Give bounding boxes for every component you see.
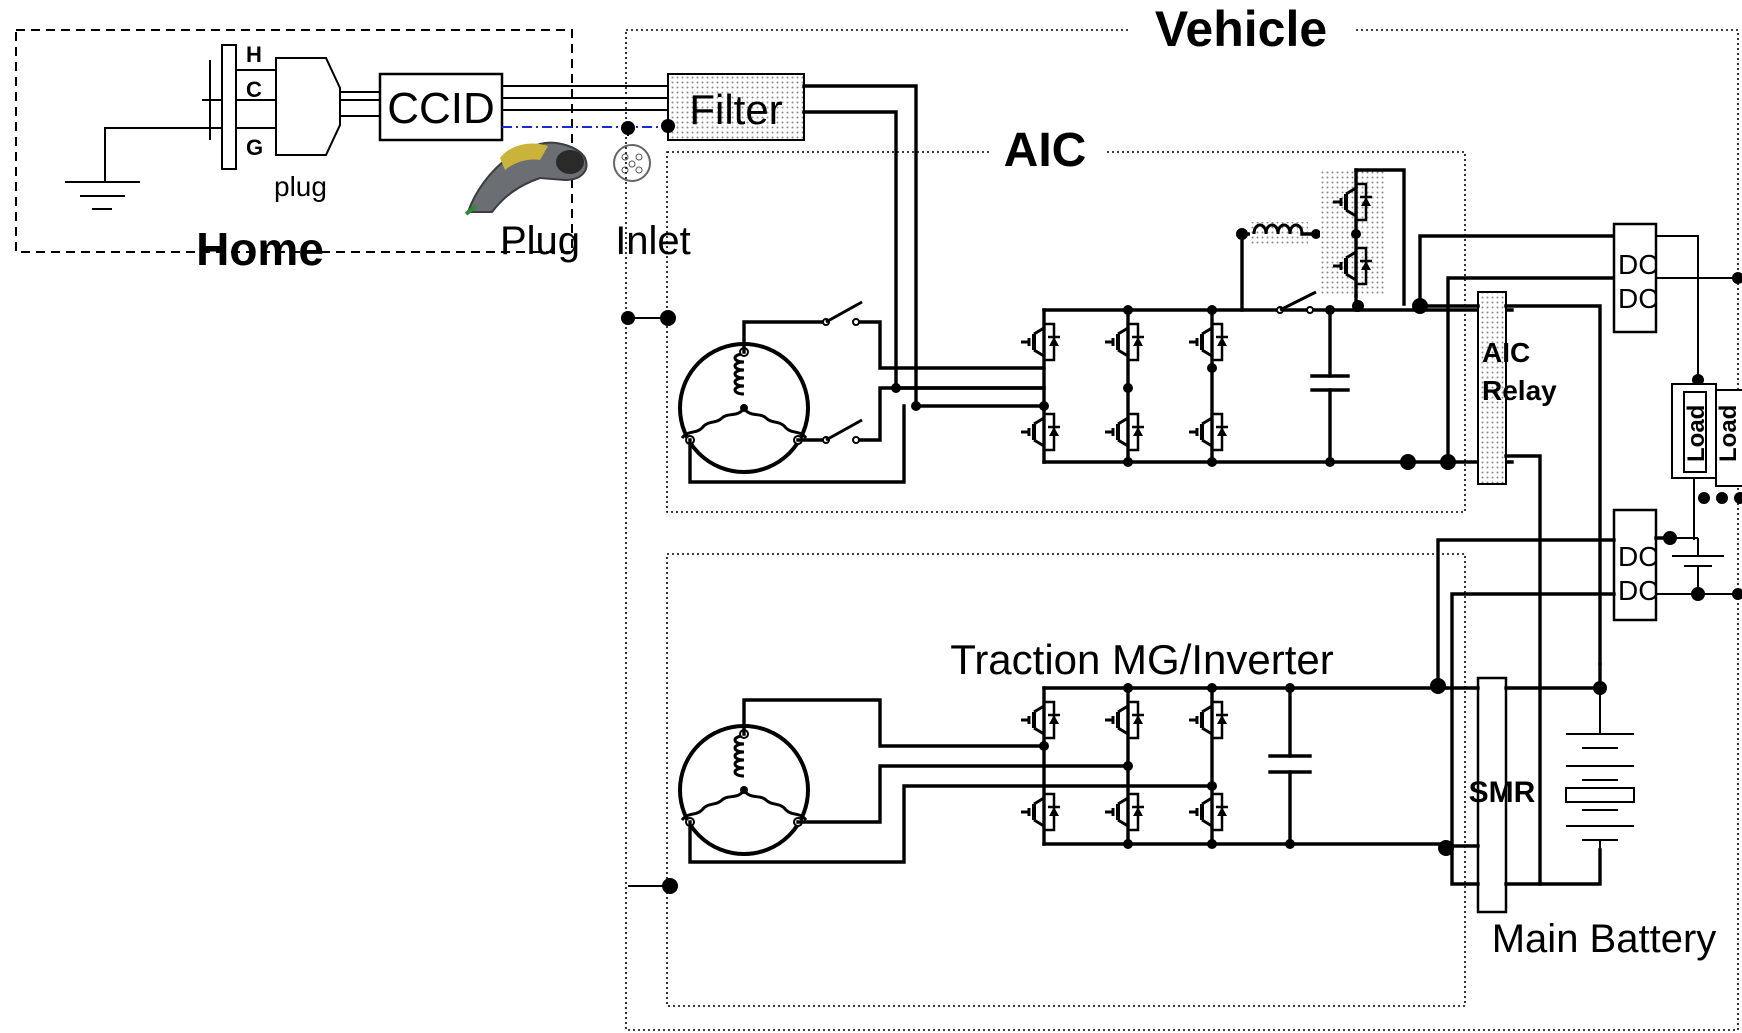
aic-region — [666, 151, 1466, 513]
charging-plug-icon — [464, 141, 588, 216]
aic-motor-generator — [678, 342, 810, 474]
ccid-box — [378, 72, 504, 142]
traction-label: Traction MG/Inverter — [950, 636, 1334, 683]
inlet-label: Inlet — [615, 219, 691, 263]
aic-relay-label-1: AIC — [1482, 337, 1530, 368]
smr-relay-box — [1476, 676, 1508, 914]
main-battery-label: Main Battery — [1492, 917, 1717, 961]
ground-icon — [65, 127, 222, 210]
filter-box — [667, 73, 805, 141]
boost-inductor — [1252, 223, 1304, 235]
dcdc-top-label-1: DC — [1618, 249, 1658, 280]
filter-label: Filter — [689, 86, 782, 133]
vehicle-label: Vehicle — [1155, 1, 1327, 57]
home-region: Home H C G plug CCID — [15, 29, 668, 275]
aux-battery-icon — [1670, 537, 1724, 594]
ccid-label: CCID — [387, 84, 495, 133]
load-1: Load — [1671, 383, 1717, 479]
pin-c-label: C — [246, 77, 262, 102]
vehicle-region: Vehicle Filter AIC — [621, 1, 1742, 1031]
dcdc-bottom-label-1: DC — [1618, 541, 1658, 572]
home-label: Home — [196, 223, 324, 275]
aic-switch-top — [822, 300, 863, 326]
load-2: Load — [1715, 389, 1742, 487]
load-2-label: Load — [1715, 405, 1742, 462]
plug-label: Plug — [500, 219, 580, 263]
inlet-connector-icon — [613, 144, 651, 182]
load-1-label: Load — [1683, 405, 1710, 462]
pin-g-label: G — [246, 135, 263, 160]
main-battery-icon — [1565, 688, 1635, 884]
smr-label: SMR — [1469, 776, 1536, 809]
dcdc-bottom-label-2: DC — [1618, 575, 1658, 606]
aic-relay-box — [1477, 291, 1507, 485]
dcdc-converter-bottom — [1612, 508, 1658, 622]
aic-switch-bottom — [822, 418, 863, 444]
aic-label: AIC — [1004, 124, 1087, 177]
pin-h-label: H — [246, 42, 262, 67]
aic-relay-label-2: Relay — [1482, 375, 1557, 406]
outlet-plug-symbol — [202, 44, 341, 170]
aic-bus-switch — [1276, 290, 1317, 314]
traction-motor-generator — [678, 724, 810, 856]
dcdc-converter-top — [1612, 222, 1658, 334]
dcdc-top-label-2: DC — [1618, 283, 1658, 314]
outlet-plug-label: plug — [274, 171, 327, 202]
